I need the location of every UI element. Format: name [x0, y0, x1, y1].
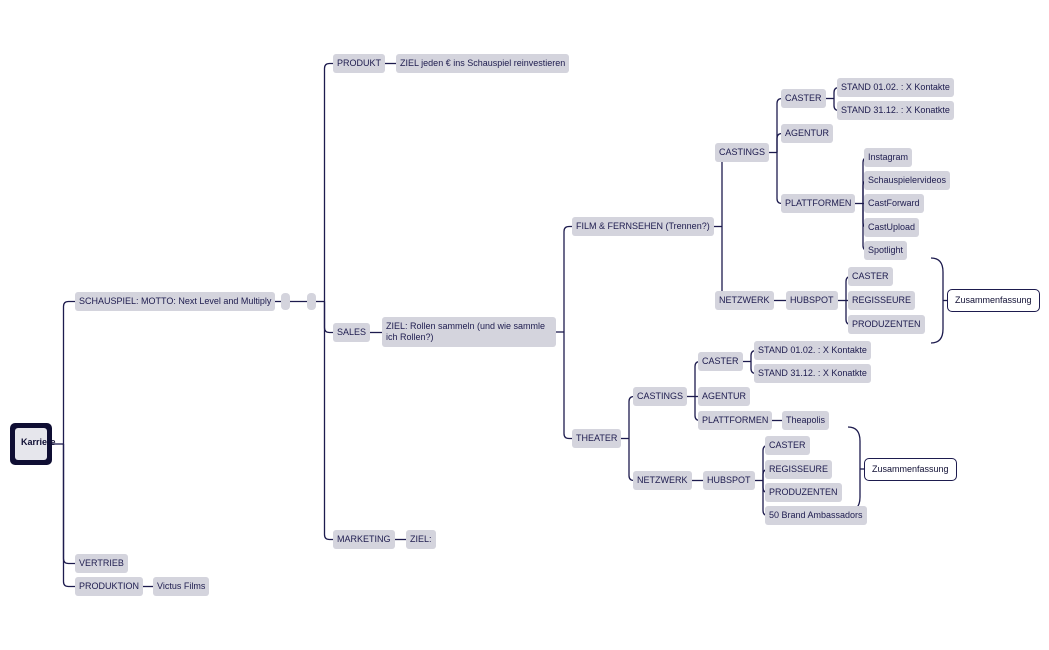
node-theater-hubspot-ambassadors[interactable]: 50 Brand Ambassadors: [765, 506, 867, 525]
collapsed-node-indicator[interactable]: [281, 293, 290, 310]
summary-film-zusammenfassung[interactable]: Zusammenfassung: [947, 289, 1040, 312]
node-film-hubspot-regisseure[interactable]: REGISSEURE: [848, 291, 916, 310]
node-spotlight[interactable]: Spotlight: [864, 241, 908, 260]
node-theater-caster[interactable]: CASTER: [698, 352, 743, 371]
film-branch: [715, 151, 728, 227]
node-film-hubspot-produzenten[interactable]: PRODUZENTEN: [848, 315, 925, 334]
node-film-hubspot-caster[interactable]: CASTER: [848, 267, 893, 286]
root-branch: [62, 444, 75, 565]
node-marketing-ziel[interactable]: ZIEL:: [406, 530, 436, 549]
node-theater-castings[interactable]: CASTINGS: [633, 387, 688, 406]
node-theater-hubspot[interactable]: HUBSPOT: [703, 471, 755, 490]
node-theater-hubspot-regisseure[interactable]: REGISSEURE: [765, 460, 833, 479]
node-produkt[interactable]: PRODUKT: [333, 54, 386, 73]
node-castforward[interactable]: CastForward: [864, 194, 924, 213]
node-theater-stand-3112[interactable]: STAND 31.12. : X Konatkte: [754, 364, 871, 383]
root-node-karriere[interactable]: Karriere: [10, 423, 56, 465]
node-film-fernsehen[interactable]: FILM & FERNSEHEN (Trennen?): [572, 217, 714, 236]
node-film-hubspot[interactable]: HUBSPOT: [786, 291, 838, 310]
node-sales[interactable]: SALES: [333, 323, 371, 342]
node-theater-netzwerk[interactable]: NETZWERK: [633, 471, 692, 490]
node-vertrieb[interactable]: VERTRIEB: [75, 554, 128, 573]
node-theater-agentur[interactable]: AGENTUR: [698, 387, 751, 406]
schauspiel-branch: [323, 301, 333, 541]
node-produkt-ziel[interactable]: ZIEL jeden € ins Schauspiel reinvestiere…: [396, 54, 570, 73]
root-label: Karriere: [15, 428, 56, 460]
node-film-plattformen[interactable]: PLATTFORMEN: [781, 194, 856, 213]
node-sales-ziel[interactable]: ZIEL: Rollen sammeln (und wie sammle ich…: [382, 317, 556, 347]
sales-ziel-branch: [563, 225, 572, 332]
node-film-caster[interactable]: CASTER: [781, 89, 826, 108]
node-theapolis[interactable]: Theapolis: [782, 411, 830, 430]
node-film-agentur[interactable]: AGENTUR: [781, 124, 834, 143]
theater-summary-bracket: [847, 426, 861, 512]
schauspiel-branch: [323, 62, 333, 302]
node-theater-hubspot-produzenten[interactable]: PRODUZENTEN: [765, 483, 842, 502]
node-theater-hubspot-caster[interactable]: CASTER: [765, 436, 810, 455]
node-castupload[interactable]: CastUpload: [864, 218, 920, 237]
node-theater-plattformen[interactable]: PLATTFORMEN: [698, 411, 773, 430]
node-produktion[interactable]: PRODUKTION: [75, 577, 144, 596]
node-schauspielervideos[interactable]: Schauspielervideos: [864, 171, 951, 190]
node-theater-stand-0102[interactable]: STAND 01.02. : X Kontakte: [754, 341, 871, 360]
node-marketing[interactable]: MARKETING: [333, 530, 395, 549]
film-branch: [715, 226, 728, 302]
node-schauspiel[interactable]: SCHAUSPIEL: MOTTO: Next Level and Multip…: [75, 292, 276, 311]
root-branch: [62, 300, 75, 444]
film-summary-bracket: [930, 257, 944, 344]
sales-ziel-branch: [563, 332, 572, 440]
node-film-castings[interactable]: CASTINGS: [715, 143, 770, 162]
node-film-stand-3112[interactable]: STAND 31.12. : X Konatkte: [837, 101, 954, 120]
node-film-netzwerk[interactable]: NETZWERK: [715, 291, 774, 310]
node-instagram[interactable]: Instagram: [864, 148, 913, 167]
node-theater[interactable]: THEATER: [572, 429, 622, 448]
node-film-stand-0102[interactable]: STAND 01.02. : X Kontakte: [837, 78, 954, 97]
root-branch: [62, 444, 75, 588]
summary-theater-zusammenfassung[interactable]: Zusammenfassung: [864, 458, 957, 481]
schauspiel-branch: [323, 301, 333, 334]
collapsed-node-indicator[interactable]: [307, 293, 316, 310]
node-victus-films[interactable]: Victus Films: [153, 577, 210, 596]
